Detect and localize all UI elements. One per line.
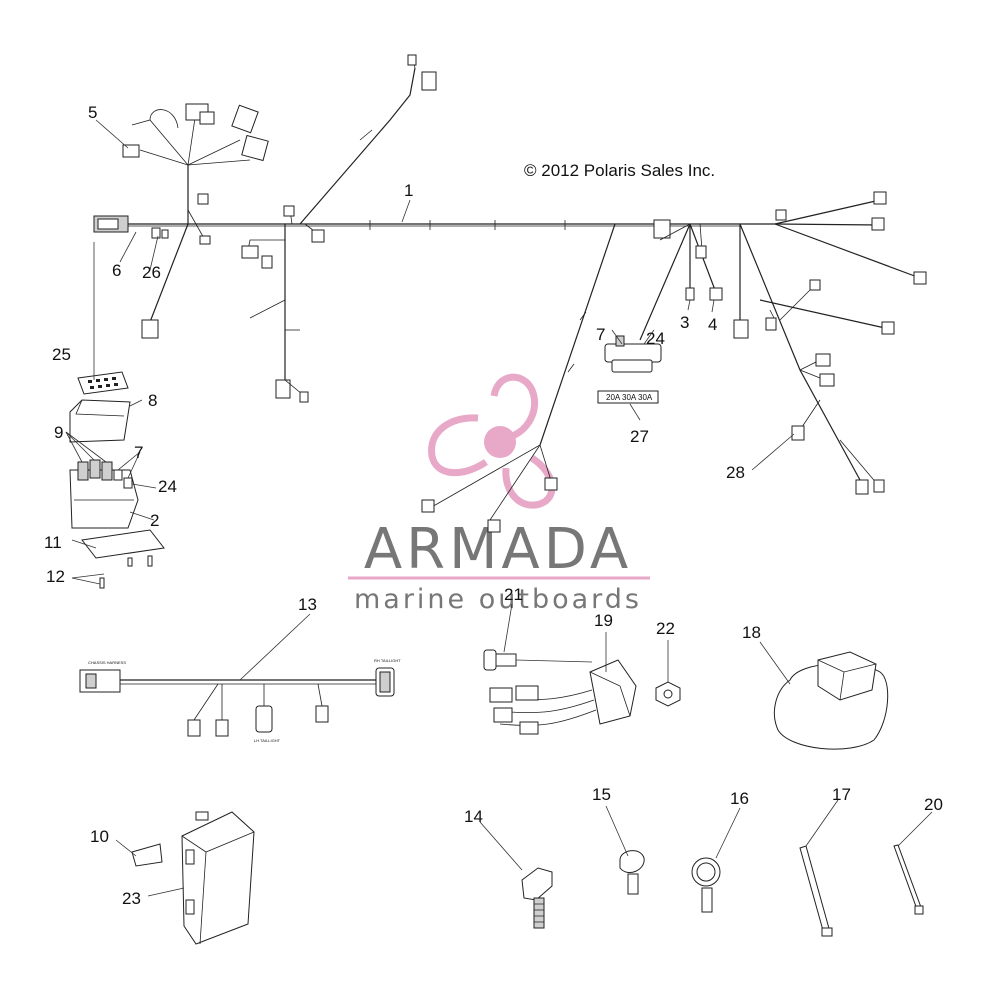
callout-13: 13 xyxy=(298,595,317,614)
tag-rh-taillight: RH TAILLIGHT xyxy=(374,658,401,663)
callout-1: 1 xyxy=(404,181,413,200)
callout-7-fuse: 7 xyxy=(596,325,605,344)
callout-19: 19 xyxy=(594,611,613,630)
watermark-tagline: marine outboards xyxy=(354,584,642,615)
callout-11: 11 xyxy=(44,533,62,552)
connector-icon xyxy=(141,319,159,339)
lh-taillight-connector-icon xyxy=(255,705,273,733)
callout-24-relay: 24 xyxy=(158,477,177,496)
callout-17: 17 xyxy=(832,785,851,804)
clips-and-ties xyxy=(521,844,924,937)
callout-14: 14 xyxy=(464,807,483,826)
callout-leader-lines xyxy=(65,119,933,897)
callout-6: 6 xyxy=(112,261,121,280)
callout-25: 25 xyxy=(52,345,71,364)
fuse-box-assembly xyxy=(69,371,165,589)
connector-5-icon xyxy=(122,144,140,158)
voltage-regulator-group xyxy=(483,649,889,750)
regulator-19-icon xyxy=(589,659,637,725)
callout-10: 10 xyxy=(90,827,109,846)
callout-18: 18 xyxy=(742,623,761,642)
callout-22: 22 xyxy=(656,619,675,638)
fuse-label-1: 20A xyxy=(606,393,621,402)
callout-16: 16 xyxy=(730,789,749,808)
callout-5: 5 xyxy=(88,103,97,122)
fuse-box-cover-icon xyxy=(69,399,131,443)
fuse-label-3: 30A xyxy=(638,393,653,402)
callout-15: 15 xyxy=(592,785,611,804)
callout-2: 2 xyxy=(150,511,159,530)
main-wiring-harness xyxy=(93,54,927,533)
fuse-label-2: 30A xyxy=(622,393,637,402)
callout-8: 8 xyxy=(148,391,157,410)
callout-numbers: 1 2 3 4 5 6 7 7 8 9 10 11 12 13 14 15 16… xyxy=(44,103,943,908)
copyright-notice: © 2012 Polaris Sales Inc. xyxy=(524,161,715,180)
callout-23: 23 xyxy=(122,889,141,908)
clip-14-icon xyxy=(521,867,553,901)
taillight-harness-13: CHASSIS HARNESS RH TAILLIGHT LH TAILLIGH… xyxy=(79,658,401,743)
armada-propeller-logo-icon xyxy=(428,373,556,509)
callout-28: 28 xyxy=(726,463,745,482)
ecu-module-group xyxy=(131,811,255,945)
bolt-21-icon xyxy=(493,653,517,667)
screw-10-icon xyxy=(131,843,163,867)
fuse-label-27: 20A 30A 30A xyxy=(597,390,659,404)
ecu-23-icon xyxy=(181,811,255,945)
callout-20: 20 xyxy=(924,795,943,814)
cable-tie-20-icon xyxy=(893,844,923,913)
callout-7-relay: 7 xyxy=(134,443,143,462)
callout-21: 21 xyxy=(504,585,523,604)
armada-watermark: ARMADA marine outboards xyxy=(348,373,650,615)
callout-24-fuse: 24 xyxy=(646,329,665,348)
tag-lh-taillight: LH TAILLIGHT xyxy=(254,738,281,743)
callout-4: 4 xyxy=(708,315,717,334)
callout-9: 9 xyxy=(54,423,63,442)
callout-27: 27 xyxy=(630,427,649,446)
callout-26: 26 xyxy=(142,263,161,282)
fuse-label-sheet-icon xyxy=(77,371,129,395)
cable-tie-17-icon xyxy=(799,845,831,935)
callout-3: 3 xyxy=(680,313,689,332)
clamp-15-icon xyxy=(619,850,645,873)
tag-chassis-harness: CHASSIS HARNESS xyxy=(88,660,126,665)
mounting-bracket-icon xyxy=(81,529,165,559)
callout-12: 12 xyxy=(46,567,65,586)
